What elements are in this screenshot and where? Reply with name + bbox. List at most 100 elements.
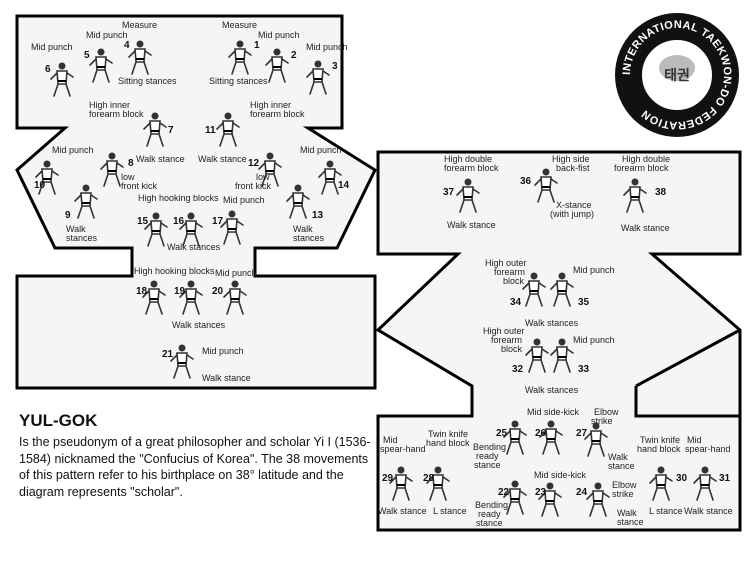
movement-number: 1 — [254, 40, 260, 51]
movement-number: 22 — [498, 487, 510, 498]
movement-number: 19 — [174, 286, 186, 297]
martial-artist-figure — [586, 482, 610, 517]
numbers-layer: 1 2 3 4 5 6 7 8 9 10 11 12 13 14 15 16 1… — [34, 40, 731, 498]
label: Mid side-kick — [527, 407, 580, 417]
movement-number: 25 — [496, 428, 508, 439]
movement-number: 7 — [168, 125, 174, 136]
label: High double — [444, 154, 492, 164]
martial-artist-figure — [265, 48, 289, 83]
label: Walk stance — [621, 223, 670, 233]
label: Mid punch — [306, 42, 348, 52]
martial-artist-figure — [539, 420, 563, 455]
label: stance — [474, 460, 501, 470]
label: spear-hand — [380, 444, 426, 454]
label: Walk — [293, 224, 313, 234]
label: low — [121, 172, 135, 182]
movement-number: 13 — [312, 210, 324, 221]
martial-artist-figure — [389, 466, 413, 501]
label: Elbow — [612, 480, 637, 490]
label: spear-hand — [685, 444, 731, 454]
martial-artist-figure — [220, 210, 244, 245]
label: Walk — [608, 452, 628, 462]
label: High inner — [89, 100, 130, 110]
martial-artist-figure — [503, 420, 527, 455]
label: front kick — [121, 181, 158, 191]
label: forearm — [494, 267, 525, 277]
label: Mid punch — [223, 195, 265, 205]
fist-icon — [659, 55, 695, 81]
movement-number: 20 — [212, 286, 224, 297]
movement-number: 33 — [578, 364, 590, 375]
label: Sitting stances — [209, 76, 268, 86]
movement-number: 38 — [655, 187, 667, 198]
label: Measure — [222, 20, 257, 30]
label: Elbow — [594, 407, 619, 417]
label: Twin knife — [640, 435, 680, 445]
movement-number: 28 — [423, 473, 435, 484]
label: Measure — [122, 20, 157, 30]
label: Walk stance — [378, 506, 427, 516]
martial-artist-figure — [538, 482, 562, 517]
martial-artist-figure — [258, 152, 282, 187]
martial-artist-figure — [318, 160, 342, 195]
movement-number: 12 — [248, 158, 260, 169]
movement-number: 32 — [512, 364, 524, 375]
label: forearm block — [89, 109, 144, 119]
movement-number: 16 — [173, 216, 185, 227]
label: hand block — [637, 444, 681, 454]
martial-artist-figure — [142, 280, 166, 315]
martial-artist-figure — [534, 168, 558, 203]
martial-artist-figure — [649, 466, 673, 501]
label: strike — [612, 489, 634, 499]
movement-number: 9 — [65, 210, 71, 221]
movement-number: 21 — [162, 349, 174, 360]
label: Bending — [475, 500, 508, 510]
label: Mid punch — [86, 30, 128, 40]
martial-artist-figure — [223, 280, 247, 315]
label: Mid — [383, 435, 398, 445]
movement-number: 4 — [124, 40, 130, 51]
label: Walk — [66, 224, 86, 234]
movement-number: 17 — [212, 216, 224, 227]
label: strike — [591, 416, 613, 426]
label: low — [256, 172, 270, 182]
label: ready — [478, 509, 501, 519]
martial-artist-figure — [170, 344, 194, 379]
movement-number: 23 — [535, 487, 547, 498]
martial-artist-figure — [128, 40, 152, 75]
movement-number: 36 — [520, 176, 532, 187]
martial-artist-figure — [143, 112, 167, 147]
label: Twin knife — [428, 429, 468, 439]
label: stance — [476, 518, 503, 528]
label: Mid punch — [258, 30, 300, 40]
movement-number: 29 — [382, 473, 394, 484]
label: Mid — [687, 435, 702, 445]
martial-artist-figure — [228, 40, 252, 75]
label: hand block — [426, 438, 470, 448]
martial-artist-figure — [50, 62, 74, 97]
label: High hooking blocks — [134, 266, 215, 276]
label: (with jump) — [550, 209, 594, 219]
martial-artist-figure — [426, 466, 450, 501]
movement-number: 11 — [205, 125, 216, 136]
itf-logo: INTERNATIONAL TAEKWON-DO FEDERATION 태권 — [615, 13, 739, 137]
left-panel-outline — [15, 14, 377, 390]
martial-artist-figure — [35, 160, 59, 195]
label: Walk stance — [198, 154, 247, 164]
movement-number: 18 — [136, 286, 148, 297]
label: Walk stances — [172, 320, 226, 330]
label: High hooking blocks — [138, 193, 219, 203]
label: High side — [552, 154, 590, 164]
martial-artist-figure — [74, 184, 98, 219]
figures-layer — [35, 40, 717, 517]
movement-number: 26 — [535, 428, 547, 439]
label: stances — [66, 233, 98, 243]
label: forearm block — [444, 163, 499, 173]
movement-number: 14 — [338, 180, 350, 191]
right-panel-notch — [635, 328, 741, 388]
label: Mid punch — [215, 268, 257, 278]
movement-number: 5 — [84, 50, 90, 61]
label: Walk stance — [136, 154, 185, 164]
martial-artist-figure — [100, 152, 124, 187]
martial-artist-figure — [306, 60, 330, 95]
